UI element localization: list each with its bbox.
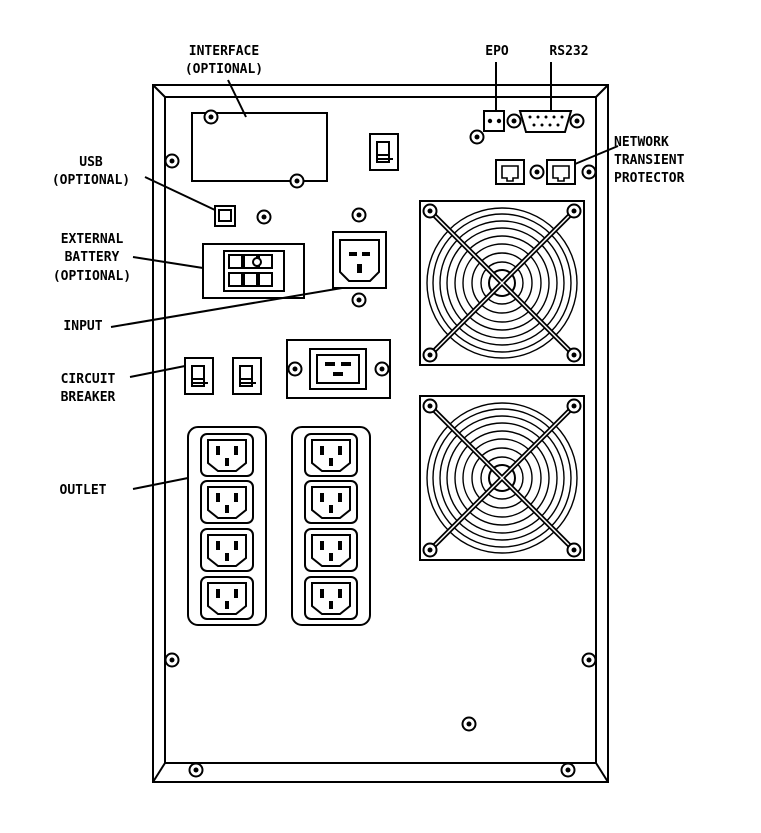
label-outlet: OUTLET <box>60 483 107 498</box>
epo-connector <box>469 110 505 145</box>
label-battery-optional: (OPTIONAL) <box>53 269 131 284</box>
label-network: NETWORK <box>614 135 669 150</box>
label-rs232: RS232 <box>549 44 588 59</box>
outlet-group-left <box>187 426 267 626</box>
leader-lines <box>110 62 619 490</box>
interface-slot <box>191 109 328 189</box>
usb-port <box>214 205 272 227</box>
ac-input-inlet <box>332 207 387 308</box>
cooling-fan-top <box>420 201 584 365</box>
label-interface-optional: (OPTIONAL) <box>185 62 263 77</box>
label-usb-optional: (OPTIONAL) <box>52 173 130 188</box>
label-external: EXTERNAL <box>61 232 124 247</box>
outlet-group-right <box>291 426 371 626</box>
label-breaker: BREAKER <box>61 390 116 405</box>
label-input: INPUT <box>63 319 102 334</box>
network-ports <box>495 159 576 185</box>
label-battery: BATTERY <box>65 250 120 265</box>
large-output-socket <box>286 339 391 399</box>
label-usb: USB <box>79 155 103 170</box>
label-epo: EPO <box>485 44 509 59</box>
cooling-fan-bottom <box>420 396 584 560</box>
external-battery-connector <box>202 243 305 299</box>
callout-labels: INTERFACE (OPTIONAL) EPO RS232 NETWORK T… <box>52 44 685 498</box>
rs232-connector <box>506 110 585 133</box>
label-interface: INTERFACE <box>189 44 259 59</box>
ups-cabinet <box>152 84 609 783</box>
top-switch <box>369 133 399 171</box>
label-circuit: CIRCUIT <box>61 372 116 387</box>
label-network-transient: TRANSIENT <box>614 153 685 168</box>
circuit-breakers <box>184 357 262 395</box>
label-network-protector: PROTECTOR <box>614 171 685 186</box>
